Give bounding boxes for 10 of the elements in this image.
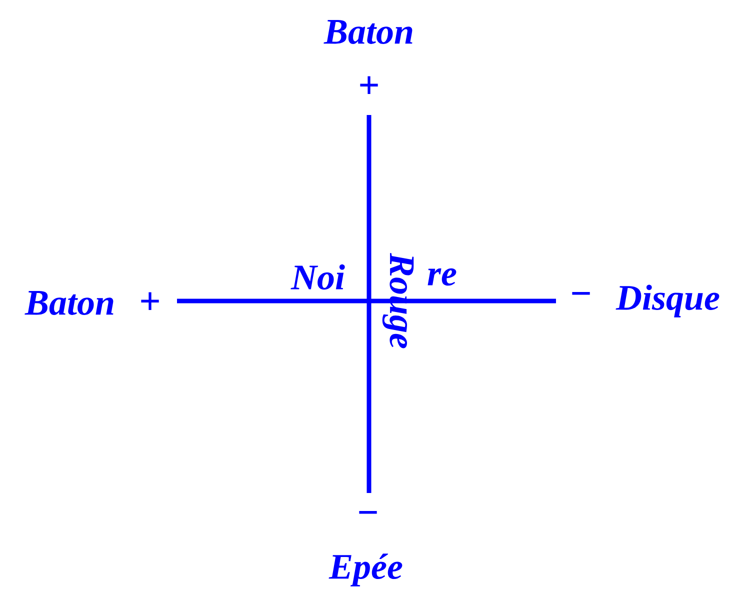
pole-label: Baton	[324, 20, 412, 44]
sign-symbol: +	[141, 292, 159, 310]
pole-label: Disque	[616, 284, 720, 318]
sign-symbol: −	[572, 292, 590, 295]
sign-symbol: +	[360, 76, 378, 94]
quadrant-label: re	[428, 268, 456, 286]
quadrant-label: Noi	[290, 264, 345, 290]
sign-symbol: −	[359, 511, 377, 514]
pole-label: Baton	[24, 291, 114, 315]
pole-label: Epée	[328, 554, 402, 586]
